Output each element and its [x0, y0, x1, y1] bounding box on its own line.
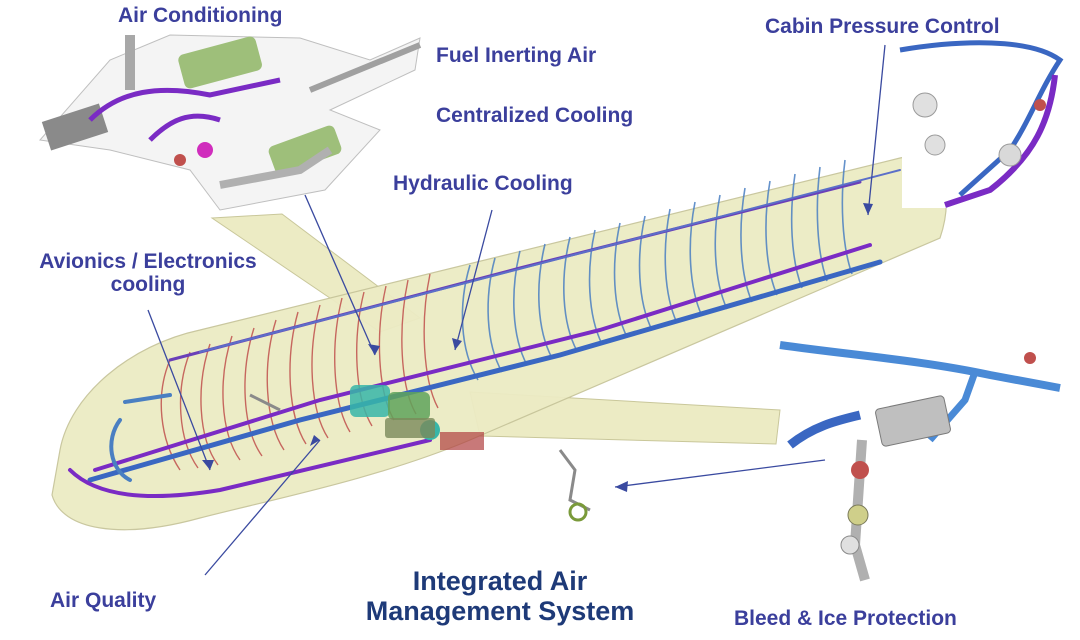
air-conditioning-label: Air Conditioning: [118, 4, 283, 27]
title-line2: Management System: [365, 596, 635, 627]
centralized-cooling-label: Centralized Cooling: [436, 104, 634, 127]
avionics-label-line1: Avionics / Electronics: [39, 250, 257, 273]
title-line1: Integrated Air: [412, 566, 588, 596]
air-quality-label: Air Quality: [50, 589, 157, 612]
bleed-ice-protection-label: Bleed & Ice Protection: [734, 607, 957, 630]
cabin-pressure-control-label: Cabin Pressure Control: [765, 15, 1000, 38]
bleed-ice-inset: [779, 341, 1061, 582]
leader-lines: [147, 44, 886, 576]
main-ducts: [68, 169, 901, 498]
fuselage: [51, 156, 947, 531]
avionics-electronics-cooling-label: Avionics / Electronics cooling: [0, 250, 296, 296]
fuel-inerting-air-label: Fuel Inerting Air: [436, 44, 597, 67]
hydraulic-cooling-label: Hydraulic Cooling: [393, 172, 573, 195]
blue-frames: [461, 159, 853, 381]
air-conditioning-inset: [39, 34, 422, 211]
diagram-title: Integrated Air Management System: [300, 566, 700, 626]
leader-arrowheads: [202, 203, 873, 492]
cabin-pressure-inset: [899, 40, 1080, 208]
avionics-label-line2: cooling: [110, 273, 186, 297]
center-pack: [350, 385, 484, 450]
landing-gear: [249, 393, 591, 522]
